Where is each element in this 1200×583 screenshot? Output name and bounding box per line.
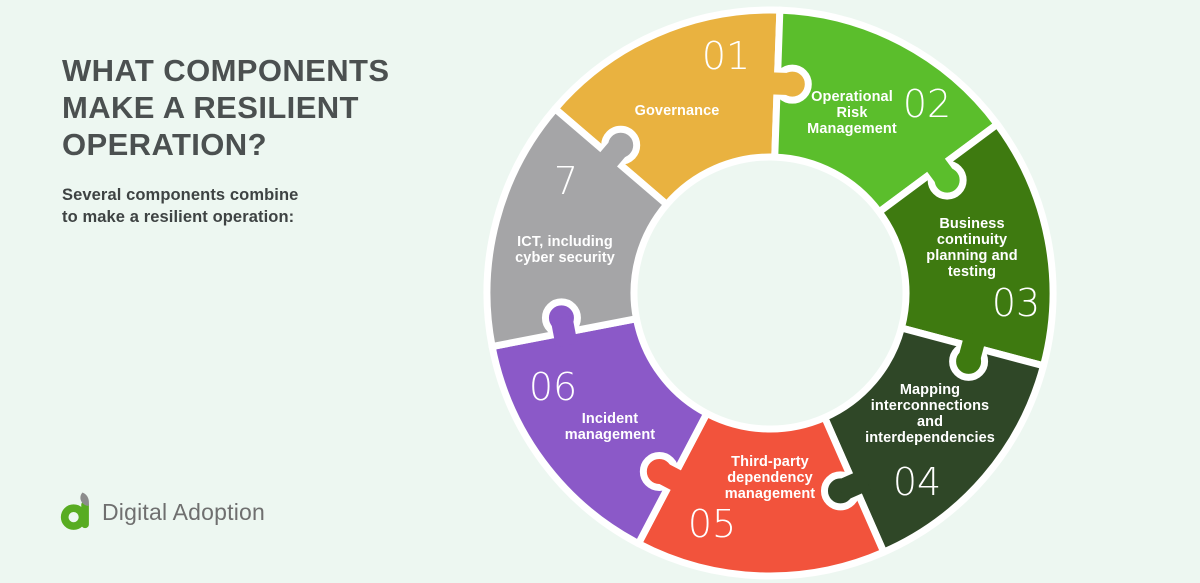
puzzle-knob-neck xyxy=(836,469,871,501)
segment-3-number: 03 xyxy=(991,281,1041,325)
brand-mark-icon xyxy=(60,492,89,530)
segment-5-label: Third-party dependency management xyxy=(724,454,816,502)
puzzle-piece-05 xyxy=(634,409,888,580)
segment-1-label: Governance xyxy=(634,103,720,119)
segment-4-number: 04 xyxy=(892,460,942,504)
segment-1-number: 01 xyxy=(701,34,751,78)
segment-4-label: Mapping interconnections and interdepend… xyxy=(865,382,995,446)
brand-logo: Digital Adoption xyxy=(60,491,265,533)
puzzle-knob-neck xyxy=(594,138,630,174)
segment-7-label: ICT, including cyber security xyxy=(515,234,615,266)
puzzle-piece-03 xyxy=(875,120,1057,370)
page-subtitle: Several components combine to make a res… xyxy=(62,186,299,226)
puzzle-piece-7 xyxy=(483,105,671,351)
puzzle-knob-neck xyxy=(921,151,956,187)
segment-5-number: 05 xyxy=(687,502,737,546)
segment-2-label: Operational Risk Management xyxy=(807,89,897,137)
puzzle-knob-neck xyxy=(957,331,987,365)
puzzle-knob-neck xyxy=(763,72,793,96)
segment-2-number: 02 xyxy=(902,82,952,126)
puzzle-piece-04 xyxy=(821,324,1047,556)
segment-7-number: 7 xyxy=(553,159,579,203)
page-title: WHAT COMPONENTS MAKE A RESILIENT OPERATI… xyxy=(62,53,390,162)
segment-3-label: Business continuity planning and testing xyxy=(926,216,1018,280)
brand-name: Digital Adoption xyxy=(102,498,266,525)
puzzle-knob-neck xyxy=(654,461,690,495)
segment-6-number: 06 xyxy=(528,365,578,409)
puzzle-knob-neck xyxy=(550,315,578,348)
segment-6-label: Incident management xyxy=(564,411,656,443)
